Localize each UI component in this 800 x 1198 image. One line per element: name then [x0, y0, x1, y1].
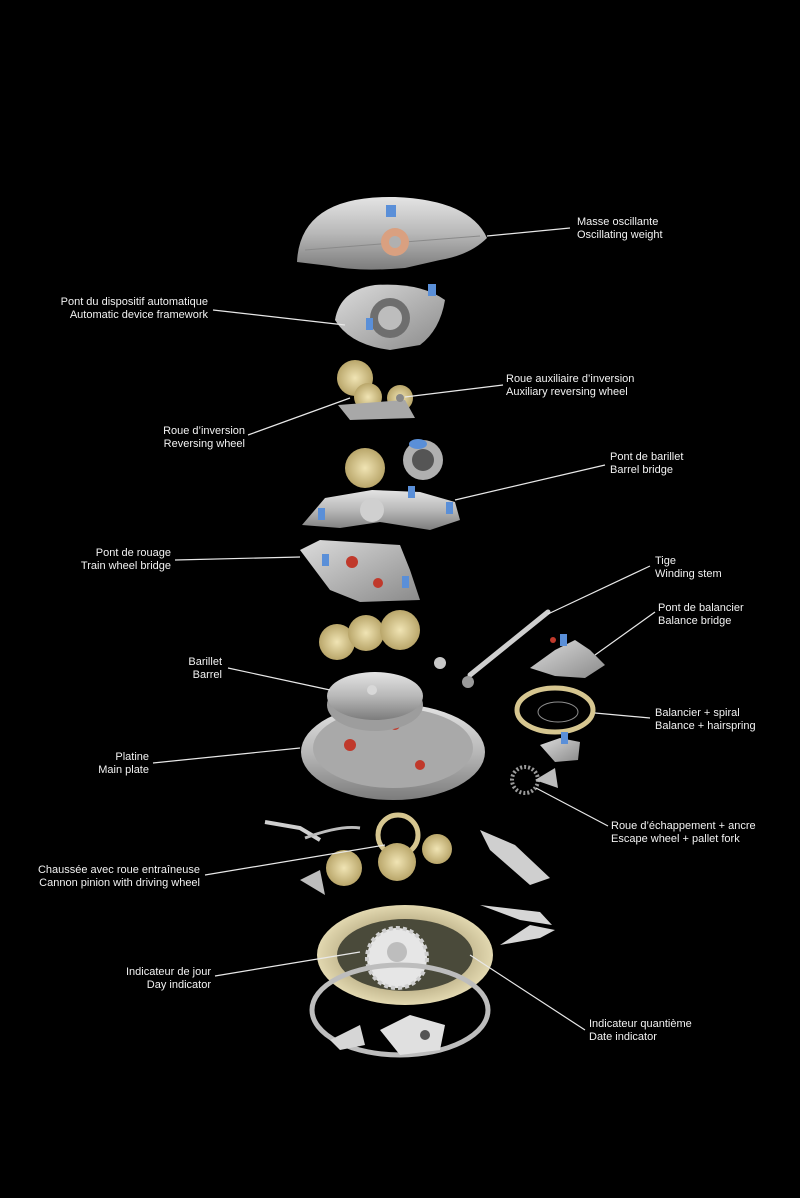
- label-fr: Roue d’échappement + ancre: [611, 820, 756, 832]
- label-fr: Pont de balancier: [658, 602, 744, 614]
- leader-line: [486, 227, 571, 237]
- escape-wheel-part: [510, 765, 558, 795]
- leader-line: [404, 384, 504, 398]
- leader-line: [535, 787, 609, 827]
- label-oscillating-weight: Masse oscillante Oscillating weight: [577, 216, 663, 241]
- label-escape-wheel-pallet-fork: Roue d’échappement + ancre Escape wheel …: [611, 820, 756, 845]
- winding-stem-part: [462, 609, 551, 688]
- label-en: Auxiliary reversing wheel: [506, 385, 628, 398]
- automatic-device-framework-part: [335, 284, 445, 350]
- label-en: Automatic device framework: [69, 308, 208, 321]
- leader-line: [594, 611, 656, 656]
- label-reversing-wheel: Roue d’inversion Reversing wheel: [163, 425, 245, 450]
- leader-line: [212, 309, 346, 326]
- motion-works-part: [264, 812, 555, 945]
- label-date-indicator: Indicateur quantième Date indicator: [589, 1018, 692, 1043]
- label-fr: Barillet: [188, 656, 222, 668]
- train-wheels-part: [319, 610, 446, 669]
- leader-line: [214, 951, 361, 977]
- label-fr: Roue auxiliaire d’inversion: [506, 373, 635, 385]
- reversing-wheels-part: [337, 360, 415, 420]
- barrel-bridge-part: [302, 439, 460, 530]
- label-fr: Chaussée avec roue entraîneuse: [37, 864, 200, 876]
- leader-line: [454, 464, 606, 501]
- label-cannon-pinion: Chaussée avec roue entraîneuse Cannon pi…: [38, 864, 200, 889]
- label-fr: Platine: [115, 751, 149, 763]
- label-fr: Pont de rouage: [95, 547, 171, 559]
- label-en: Balance bridge: [658, 614, 732, 627]
- label-barrel: Barillet Barrel: [188, 656, 222, 681]
- barrel-part: [327, 672, 423, 731]
- leader-line: [247, 397, 351, 436]
- day-indicator-part: [365, 926, 429, 990]
- label-fr: Tige: [655, 555, 676, 567]
- balance-wheel-part: [514, 685, 596, 762]
- label-train-wheel-bridge: Pont de rouage Train wheel bridge: [81, 547, 171, 572]
- label-balance-bridge: Pont de balancier Balance bridge: [658, 602, 744, 627]
- label-en: Oscillating weight: [577, 228, 663, 241]
- label-fr: Masse oscillante: [577, 216, 659, 228]
- oscillating-weight-part: [297, 196, 487, 270]
- label-en: Day indicator: [146, 978, 211, 991]
- label-day-indicator: Indicateur de jour Day indicator: [126, 966, 211, 991]
- label-fr: Balancier + spiral: [655, 707, 740, 719]
- label-en: Train wheel bridge: [80, 559, 171, 572]
- balance-bridge-part: [530, 634, 605, 678]
- label-fr: Pont du dispositif automatique: [60, 296, 208, 308]
- label-balance-hairspring: Balancier + spiral Balance + hairspring: [655, 707, 756, 732]
- label-en: Escape wheel + pallet fork: [611, 832, 740, 845]
- label-en: Reversing wheel: [163, 437, 245, 450]
- label-en: Balance + hairspring: [655, 719, 756, 732]
- label-fr: Pont de barillet: [610, 451, 684, 463]
- leader-line: [547, 565, 651, 615]
- label-en: Barrel bridge: [610, 463, 673, 476]
- label-fr: Indicateur de jour: [126, 966, 211, 978]
- label-barrel-bridge: Pont de barillet Barrel bridge: [610, 451, 683, 476]
- label-main-plate: Platine Main plate: [98, 751, 149, 776]
- train-wheel-bridge-part: [300, 540, 420, 602]
- label-automatic-device-framework: Pont du dispositif automatique Automatic…: [61, 296, 208, 321]
- label-fr: Roue d’inversion: [163, 425, 245, 437]
- leader-line: [227, 667, 331, 691]
- label-winding-stem: Tige Winding stem: [655, 555, 722, 580]
- leader-line: [152, 747, 301, 764]
- leader-lines: [152, 227, 656, 1031]
- label-auxiliary-reversing-wheel: Roue auxiliaire d’inversion Auxiliary re…: [506, 373, 634, 398]
- label-en: Main plate: [98, 763, 149, 776]
- leader-line: [204, 844, 386, 876]
- label-en: Date indicator: [589, 1030, 657, 1043]
- leader-line: [174, 556, 301, 561]
- lower-plate-part: [309, 962, 491, 1058]
- leader-line: [594, 712, 651, 719]
- leader-line: [469, 954, 586, 1031]
- label-en: Barrel: [192, 668, 222, 681]
- label-en: Winding stem: [655, 567, 722, 580]
- label-fr: Indicateur quantième: [589, 1018, 692, 1030]
- label-en: Cannon pinion with driving wheel: [39, 876, 200, 889]
